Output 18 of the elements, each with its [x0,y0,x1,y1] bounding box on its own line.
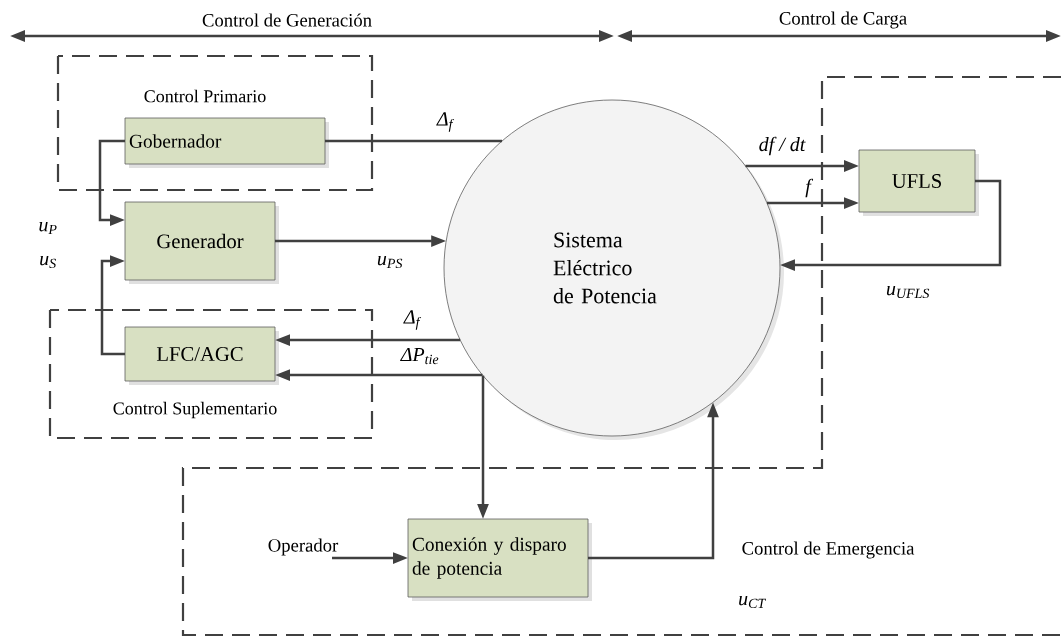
process-box: Generador [124,201,279,284]
input-label: Operador [268,538,339,556]
edge-label: Δ$_{f}$ [403,310,422,330]
edge-label: ΔP$_{tie}$ [400,347,439,365]
section-label: Control de Carga [779,11,907,29]
arrow [98,139,125,226]
arrow [100,255,125,356]
process-box: Gobernador [124,117,329,168]
process-box: Conexión y disparo de potencia [407,518,592,601]
edge-label: u$_{PS}$ [377,255,403,269]
process-box: LFC/AGC [124,326,279,385]
process-box: UFLS [858,149,979,216]
edge-label: u$_{P}$ [39,222,57,235]
edge-label: u$_{CT}$ [739,595,767,609]
edge-label: f [805,178,814,198]
edge-label: u$_{S}$ [40,255,56,269]
edge-label: u$_{UFLS}$ [886,285,930,299]
section-label: Control de Generación [202,13,372,27]
